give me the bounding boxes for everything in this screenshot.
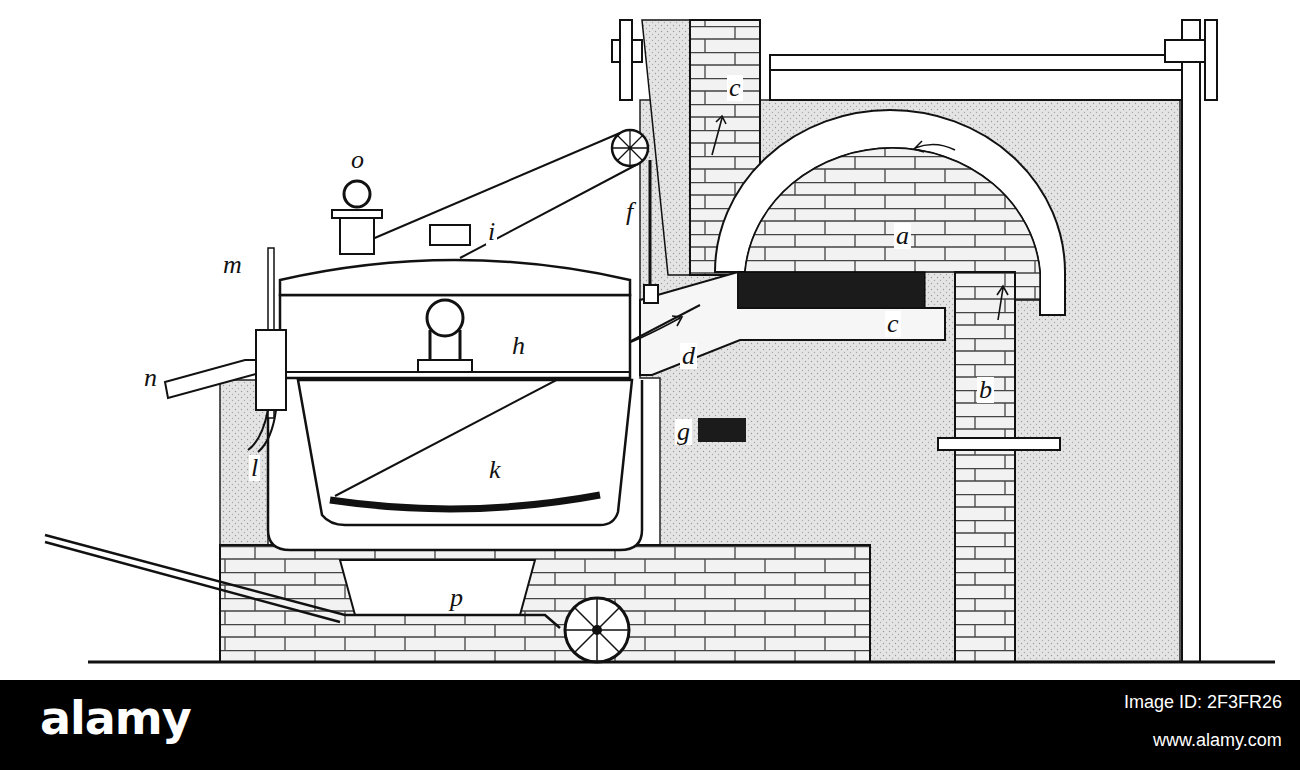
handle-ring (427, 300, 463, 336)
watermark-text: www.alamy.com (1153, 731, 1282, 749)
callout-letter: m (221, 252, 244, 278)
wheel-spokes (565, 598, 629, 662)
band (938, 438, 1060, 450)
flue (640, 272, 945, 375)
spout (165, 360, 256, 398)
neck (340, 214, 374, 254)
rope (460, 165, 636, 258)
hearth (738, 272, 925, 308)
callout-letter: f (624, 199, 635, 225)
callout-letter: g (675, 419, 692, 445)
pipe (248, 410, 276, 452)
damper-rod (649, 160, 652, 300)
callout-letter: h (510, 333, 527, 359)
beam (770, 55, 1190, 100)
lid (280, 260, 630, 295)
stirrer (330, 495, 600, 509)
watermark-band (0, 680, 1300, 770)
pan (298, 380, 632, 525)
callout-letter: c (885, 311, 901, 337)
ground (88, 661, 1275, 664)
bolt (1205, 20, 1217, 100)
bolt (620, 20, 632, 100)
hub (592, 625, 602, 635)
watermark-logo: alamy (40, 695, 191, 741)
callout-letter: c (727, 75, 743, 101)
column (955, 272, 1015, 662)
flow-arrow (997, 286, 1008, 320)
pulley-spokes (612, 130, 648, 166)
beam-line (770, 69, 1190, 71)
callout-letter: l (249, 455, 260, 481)
pan-jacket (268, 380, 642, 550)
callout-letter: i (486, 219, 497, 245)
cart-handle (45, 535, 560, 628)
damper (644, 285, 658, 303)
trough (340, 560, 535, 615)
post (1182, 20, 1200, 662)
flow-arrow (712, 116, 726, 155)
callout-letter: o (349, 147, 366, 173)
watermark-text: Image ID: 2F3FR26 (1124, 693, 1282, 711)
base (220, 545, 870, 662)
lid-box (430, 225, 470, 245)
callout-letter: k (487, 457, 503, 483)
handle-base (418, 360, 472, 372)
flow-arrow (914, 141, 955, 152)
handle (430, 330, 460, 360)
drum (280, 295, 630, 378)
callout-letter: d (680, 343, 697, 369)
block (698, 418, 746, 442)
callout-letter: b (977, 377, 994, 403)
ring (344, 181, 370, 207)
callout-letter: a (894, 223, 911, 249)
gland (256, 330, 286, 410)
neck-flange (332, 210, 382, 218)
wheel (565, 598, 629, 662)
callout-letter: n (142, 365, 159, 391)
callout-letter: p (448, 585, 465, 611)
pulley (612, 130, 648, 166)
